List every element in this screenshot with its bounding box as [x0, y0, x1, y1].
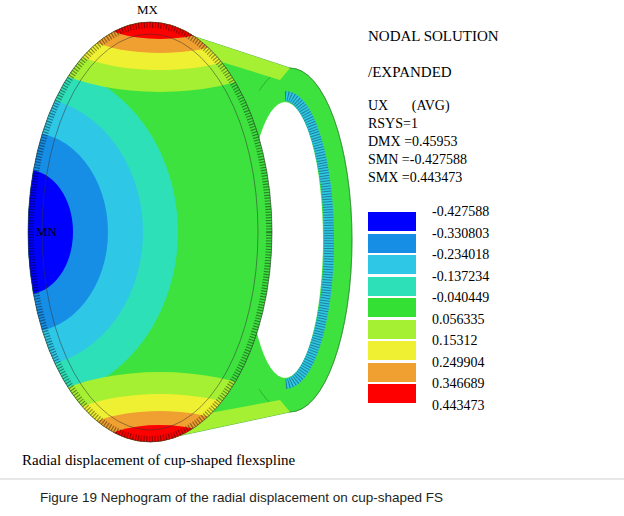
- legend-swatch: [368, 363, 416, 382]
- legend-swatch: [368, 234, 416, 253]
- plot-heading: NODAL SOLUTION: [368, 28, 499, 44]
- figure-caption: Figure 19 Nephogram of the radial displa…: [40, 490, 443, 506]
- legend-value: -0.040449: [432, 290, 489, 306]
- legend-swatch: [368, 212, 416, 231]
- legend-value: 0.249904: [432, 355, 485, 371]
- max-value: SMX =0.443473: [368, 170, 462, 186]
- legend-value: -0.137234: [432, 269, 489, 285]
- legend-value: 0.15312: [432, 333, 478, 349]
- legend-swatch: [368, 277, 416, 296]
- max-displacement: DMX =0.45953: [368, 134, 458, 150]
- legend-value: 0.056335: [432, 312, 485, 328]
- min-marker: MN: [36, 224, 57, 240]
- legend-swatch: [368, 320, 416, 339]
- legend-swatch: [368, 298, 416, 317]
- legend-value: -0.330803: [432, 226, 489, 242]
- min-value: SMN =-0.427588: [368, 152, 467, 168]
- legend-value: 0.346689: [432, 376, 485, 392]
- coordinate-system: RSYS=1: [368, 116, 418, 132]
- plot-title: Radial displacement of cup-shaped flexsp…: [22, 452, 295, 468]
- max-marker: MX: [137, 2, 158, 18]
- result-quantity: UX (AVG): [368, 98, 450, 114]
- legend-swatch: [368, 255, 416, 274]
- legend-value: -0.427588: [432, 204, 489, 220]
- legend-value: -0.234018: [432, 247, 489, 263]
- legend-swatch: [368, 384, 416, 403]
- legend-swatch: [368, 341, 416, 360]
- legend-value: 0.443473: [432, 398, 485, 414]
- plot-option: /EXPANDED: [368, 64, 452, 80]
